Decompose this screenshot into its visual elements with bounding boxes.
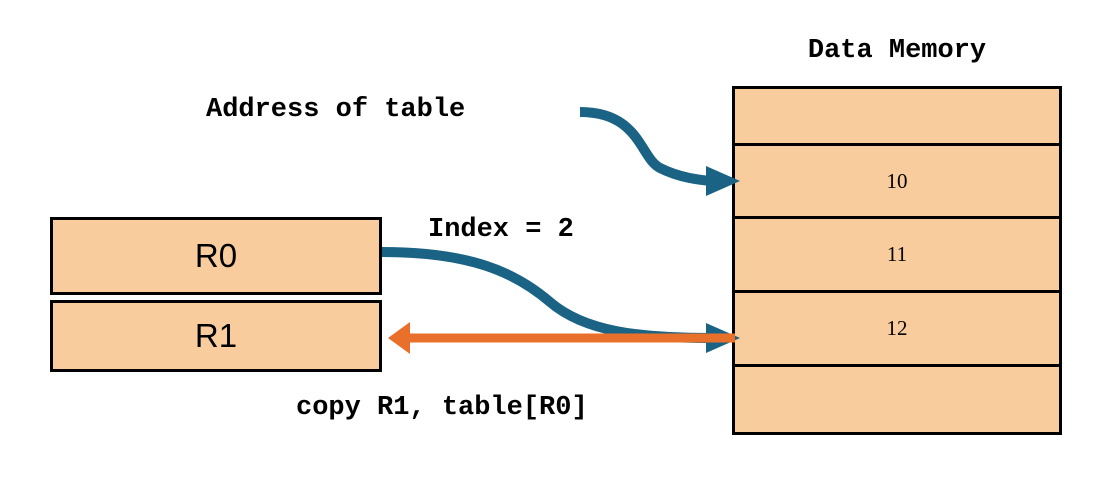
copy-arrow-icon xyxy=(388,322,735,354)
index-label: Index = 2 xyxy=(428,215,574,245)
index-arrow-icon xyxy=(381,247,740,353)
register-box-r0: R0 xyxy=(50,217,382,295)
data-memory-table: 10 11 12 xyxy=(732,86,1062,435)
data-memory-title: Data Memory xyxy=(807,36,987,66)
address-of-table-arrow-icon xyxy=(579,107,740,196)
copy-instruction-label: copy R1, table[R0] xyxy=(296,393,588,423)
memory-cell-2: 11 xyxy=(735,219,1059,293)
memory-cell-0 xyxy=(735,89,1059,146)
address-of-table-label: Address of table xyxy=(206,95,466,125)
memory-cell-4 xyxy=(735,367,1059,432)
register-box-r1: R1 xyxy=(50,300,382,372)
memory-cell-1: 10 xyxy=(735,146,1059,219)
memory-cell-3: 12 xyxy=(735,293,1059,367)
